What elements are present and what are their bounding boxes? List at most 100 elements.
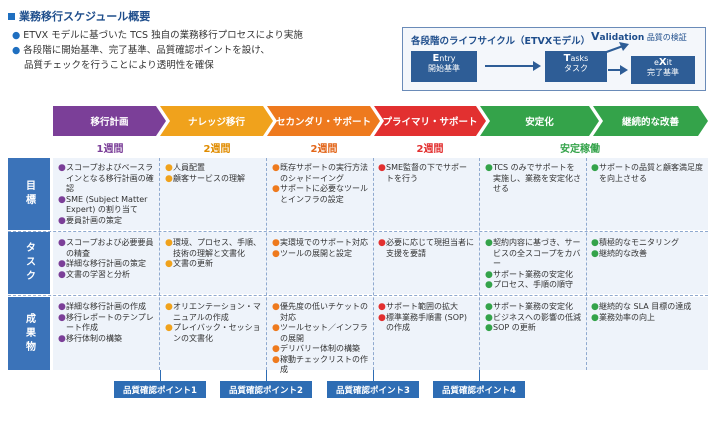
- intro-bullet-1: ETVX モデルに基づいた TCS 独自の業務移行プロセスにより実施: [23, 30, 303, 41]
- bullet-icon: ●: [165, 163, 173, 173]
- list-item: ●サポート業務の安定化: [485, 269, 573, 280]
- goal-cell: ●人員配置●顧客サービスの理解: [165, 163, 262, 184]
- list-item: ●サポート業務の安定化: [485, 302, 573, 312]
- column-divider: [373, 158, 374, 370]
- bullet-icon: ●: [165, 259, 173, 269]
- row-divider: [8, 231, 708, 232]
- phase-arrows: 移行計画 ナレッジ移行 セカンダリ・サポート プライマリ・サポート 安定化 継続…: [53, 106, 708, 136]
- column-divider: [159, 158, 160, 370]
- list-item: ●積極的なモニタリング: [591, 238, 679, 248]
- arrow-tasks-validation-icon: [600, 42, 629, 55]
- list-item: ●SOP の更新: [485, 323, 536, 333]
- bullet-icon: ●: [378, 163, 386, 173]
- deliverable-cell: ●優先度の低いチケットの対応●ツールセット／インフラの展開●デリバリー体制の構築…: [272, 302, 369, 376]
- validation-label: Validation 品質の検証: [591, 30, 687, 43]
- quality-point-4: 品質確認ポイント4: [433, 381, 525, 398]
- list-item: ●環境、プロセス、手順、技術の理解と文書化: [165, 238, 261, 258]
- deliverable-cell: ●詳細な移行計画の作成●移行レポートのテンプレート作成●移行体制の構築: [58, 302, 155, 344]
- bullet-icon: ●: [165, 302, 173, 312]
- task-cell: ●実環境でのサポート対応●ツールの展開と設定: [272, 238, 369, 259]
- qp-connector: [160, 370, 161, 381]
- task-cell: ●積極的なモニタリング●継続的な改善: [591, 238, 703, 259]
- duration-2: 2週間: [203, 144, 231, 155]
- list-item: ●詳細な移行計画の策定: [58, 259, 146, 269]
- qp-connector: [373, 370, 374, 381]
- qp-connector: [266, 370, 267, 381]
- bullet-icon: ●: [591, 238, 599, 248]
- bullet-icon: ●: [485, 312, 493, 323]
- bullet-icon: ●: [591, 312, 599, 323]
- bullet-icon: ●: [58, 333, 66, 344]
- task-cell: ●契約内容に基づき、サービスの全スコープをカバー●サポート業務の安定化●プロセス…: [485, 238, 582, 291]
- goal-cell: ●SME監督の下でサポートを行う: [378, 163, 475, 184]
- list-item: ●ツールの展開と設定: [272, 248, 352, 259]
- exit-box: eXit 完了基準: [631, 56, 695, 84]
- list-item: ●詳細な移行計画の作成: [58, 302, 146, 312]
- list-item: ●優先度の低いチケットの対応: [272, 302, 368, 322]
- bullet-icon: ●: [58, 312, 66, 323]
- deliverable-cell: ●オリエンテーション・マニュアルの作成●プレイバック・セッションの文書化: [165, 302, 262, 344]
- list-item: ●移行体制の構築: [58, 333, 122, 344]
- duration-3: 2週間: [310, 144, 338, 155]
- list-item: ●SME監督の下でサポートを行う: [378, 163, 468, 183]
- list-item: ●ツールセット／インフラの展開: [272, 323, 368, 343]
- row-divider: [8, 295, 708, 296]
- bullet-icon: ●: [272, 248, 280, 259]
- bullet-icon: ●: [272, 354, 280, 365]
- list-item: ●既存サポートの実行方法のシャドーイング: [272, 163, 368, 183]
- phase-continuous-improvement: 継続的な改善: [593, 106, 708, 136]
- list-item: ●人員配置: [165, 163, 205, 173]
- bullet-icon: ●: [591, 302, 599, 312]
- qp-connector: [479, 370, 480, 381]
- list-item: ●文書の学習と分析: [58, 269, 130, 280]
- duration-4: 2週間: [416, 144, 444, 155]
- bullet-icon: ●: [272, 163, 280, 173]
- list-item: ●スコープおよびベースラインとなる移行計画の確認: [58, 163, 154, 193]
- bullet-icon: ●: [58, 259, 66, 269]
- quality-point-1: 品質確認ポイント1: [114, 381, 206, 398]
- list-item: ●デリバリー体制の構築: [272, 344, 360, 354]
- deliverable-cell: ●継続的な SLA 目標の達成●業務効率の向上: [591, 302, 703, 323]
- intro-bullet-2-cont: 品質チェックを行うことにより透明性を確保: [24, 60, 214, 71]
- deliverable-cell: ●サポート範囲の拡大●標準業務手順書 (SOP) の作成: [378, 302, 475, 334]
- list-item: ●サポートの品質と顧客満足度を向上させる: [591, 163, 703, 183]
- title-square-icon: [8, 12, 15, 20]
- list-item: ●サポート範囲の拡大: [378, 302, 458, 312]
- bullet-icon: ●: [58, 302, 66, 312]
- list-item: ●要員計画の策定: [58, 215, 122, 226]
- list-item: ●標準業務手順書 (SOP) の作成: [378, 312, 467, 333]
- bullet-icon: ●: [58, 269, 66, 280]
- column-divider: [586, 158, 587, 370]
- list-item: ●文書の更新: [165, 259, 213, 269]
- task-cell: ●必要に応じて現担当者に支援を要請: [378, 238, 475, 259]
- bullet-icon: ●: [485, 302, 493, 312]
- bullet-icon: ●: [591, 248, 599, 259]
- list-item: ●スコープおよび必要要員の精査: [58, 238, 154, 258]
- bullet-icon: ●: [485, 269, 493, 280]
- bullet-icon: ●: [58, 163, 66, 173]
- bullet-icon: ●: [378, 312, 386, 323]
- list-item: ●顧客サービスの理解: [165, 173, 245, 184]
- list-item: ●契約内容に基づき、サービスの全スコープをカバー: [485, 238, 581, 268]
- list-item: ●継続的な改善: [591, 248, 647, 259]
- bullet-icon: ●: [272, 344, 280, 354]
- page-title: 業務移行スケジュール概要: [8, 8, 150, 24]
- bullet-icon: ●: [485, 323, 493, 333]
- list-item: ●SME (Subject Matter Expert) の割り当て: [58, 194, 148, 215]
- arrow-entry-tasks-icon: [485, 61, 541, 71]
- bullet-icon: ●: [378, 238, 386, 248]
- goal-cell: ●サポートの品質と顧客満足度を向上させる: [591, 163, 703, 184]
- row-label-goal: 目標: [8, 158, 50, 230]
- bullet-icon: ●: [485, 238, 493, 248]
- intro-bullet-2: 各段階に開始基準、完了基準、品質確認ポイントを設け、: [23, 45, 270, 56]
- bullet-icon: ●: [165, 323, 173, 333]
- bullet-icon: ●: [272, 238, 280, 248]
- deliverable-row-bg: [53, 297, 708, 370]
- goal-row-bg: [53, 158, 708, 230]
- task-row-bg: [53, 232, 708, 294]
- bullet-icon: ●: [58, 238, 66, 248]
- list-item: ●継続的な SLA 目標の達成: [591, 302, 692, 312]
- bullet-icon: ●: [272, 302, 280, 312]
- list-item: ●移行レポートのテンプレート作成: [58, 312, 154, 333]
- list-item: ●プロセス、手順の順守: [485, 280, 573, 290]
